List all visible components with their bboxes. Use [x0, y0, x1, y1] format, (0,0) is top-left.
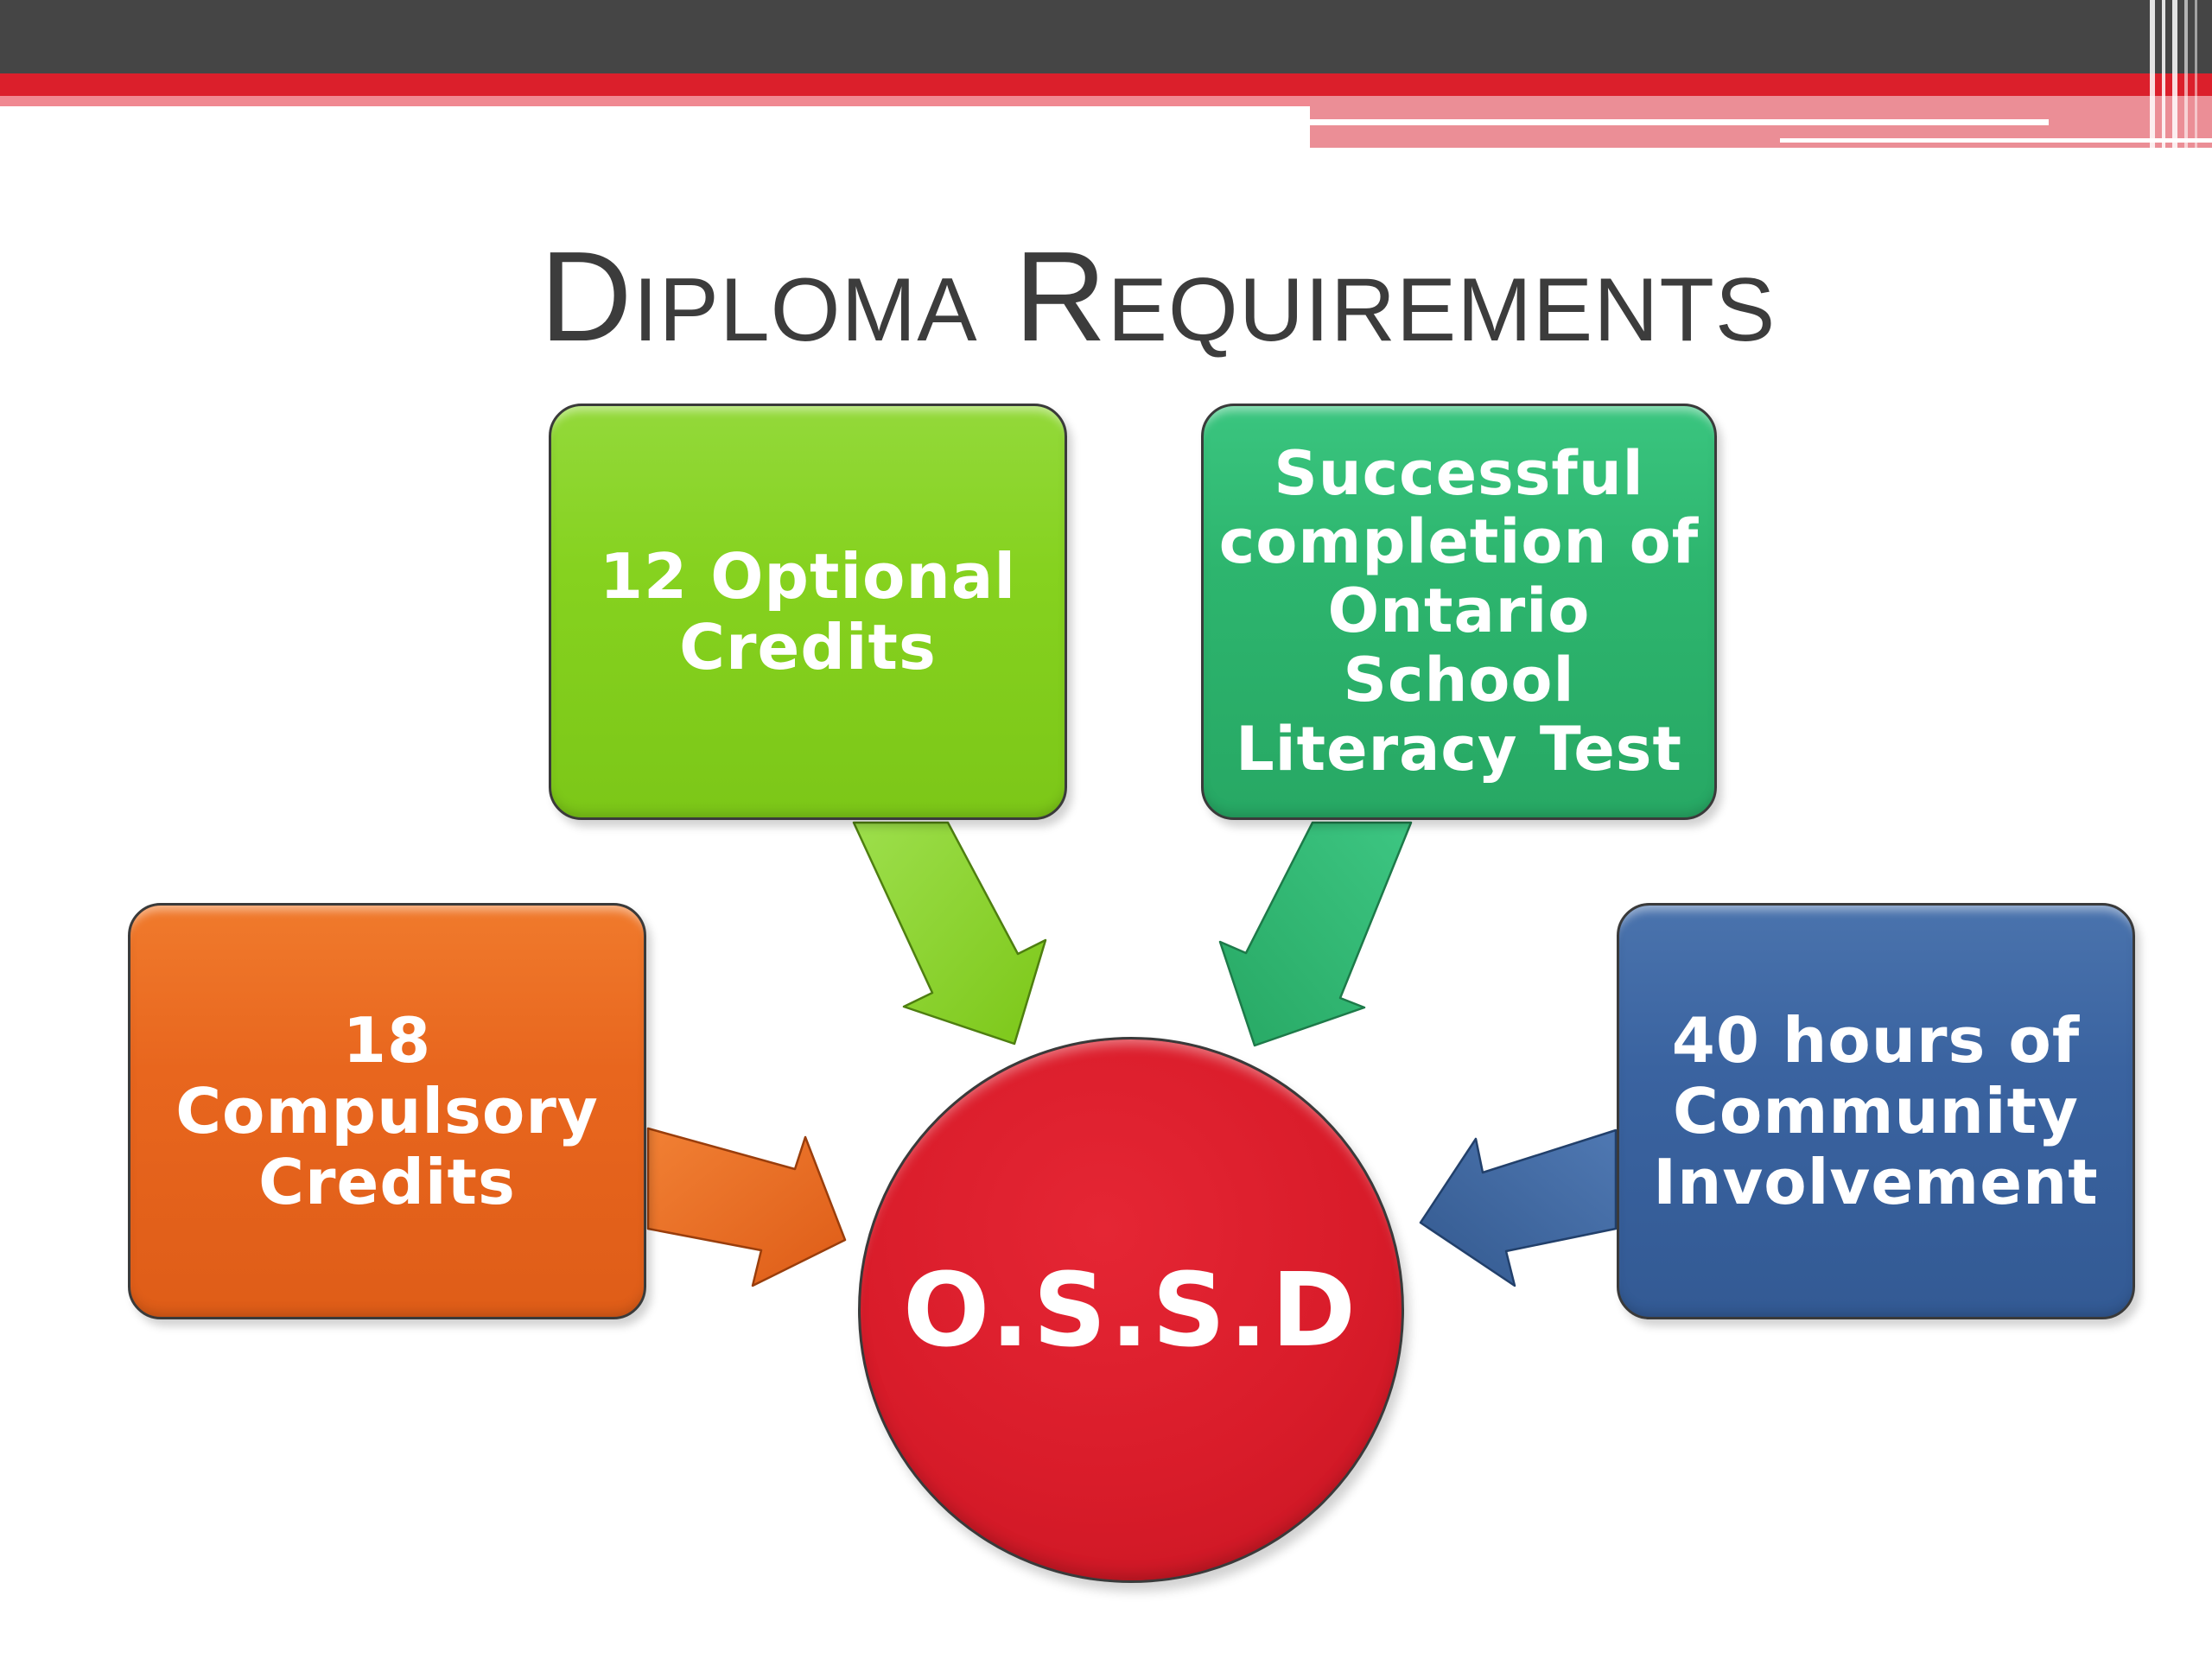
arrow-optional-to-center	[852, 821, 1047, 1046]
header-pink-band-left	[0, 96, 1310, 106]
node-literacy-test: Successful completion of Ontario School …	[1201, 404, 1717, 820]
center-label: O.S.S.D	[902, 1250, 1360, 1370]
header-stripe	[2150, 0, 2155, 149]
header-white-line	[1310, 119, 2049, 125]
node-label: 40 hours of Community Involvement	[1653, 1003, 2099, 1219]
node-compulsory-credits: 18 Compulsory Credits	[128, 903, 646, 1319]
arrow-community-to-center	[1419, 1128, 1618, 1287]
node-label: 18 Compulsory Credits	[175, 1003, 599, 1219]
node-community-involvement: 40 hours of Community Involvement	[1617, 903, 2135, 1319]
node-label: Successful completion of Ontario School …	[1218, 437, 1700, 785]
slide-title: Diploma Requirements	[539, 226, 1777, 368]
header-stripe	[2195, 0, 2197, 149]
header-white-line-secondary	[1780, 138, 2212, 143]
arrow-compulsory-to-center	[646, 1127, 847, 1287]
header-stripe	[2172, 0, 2177, 149]
header-stripe	[2162, 0, 2165, 149]
center-circle-ossd: O.S.S.D	[858, 1037, 1404, 1583]
header-dark-band	[0, 0, 2212, 73]
node-optional-credits: 12 Optional Credits	[549, 404, 1067, 820]
header-stripe	[2184, 0, 2188, 149]
node-label: 12 Optional Credits	[599, 539, 1017, 683]
arrow-literacy-to-center	[1218, 821, 1413, 1047]
header-red-band	[0, 73, 2212, 96]
